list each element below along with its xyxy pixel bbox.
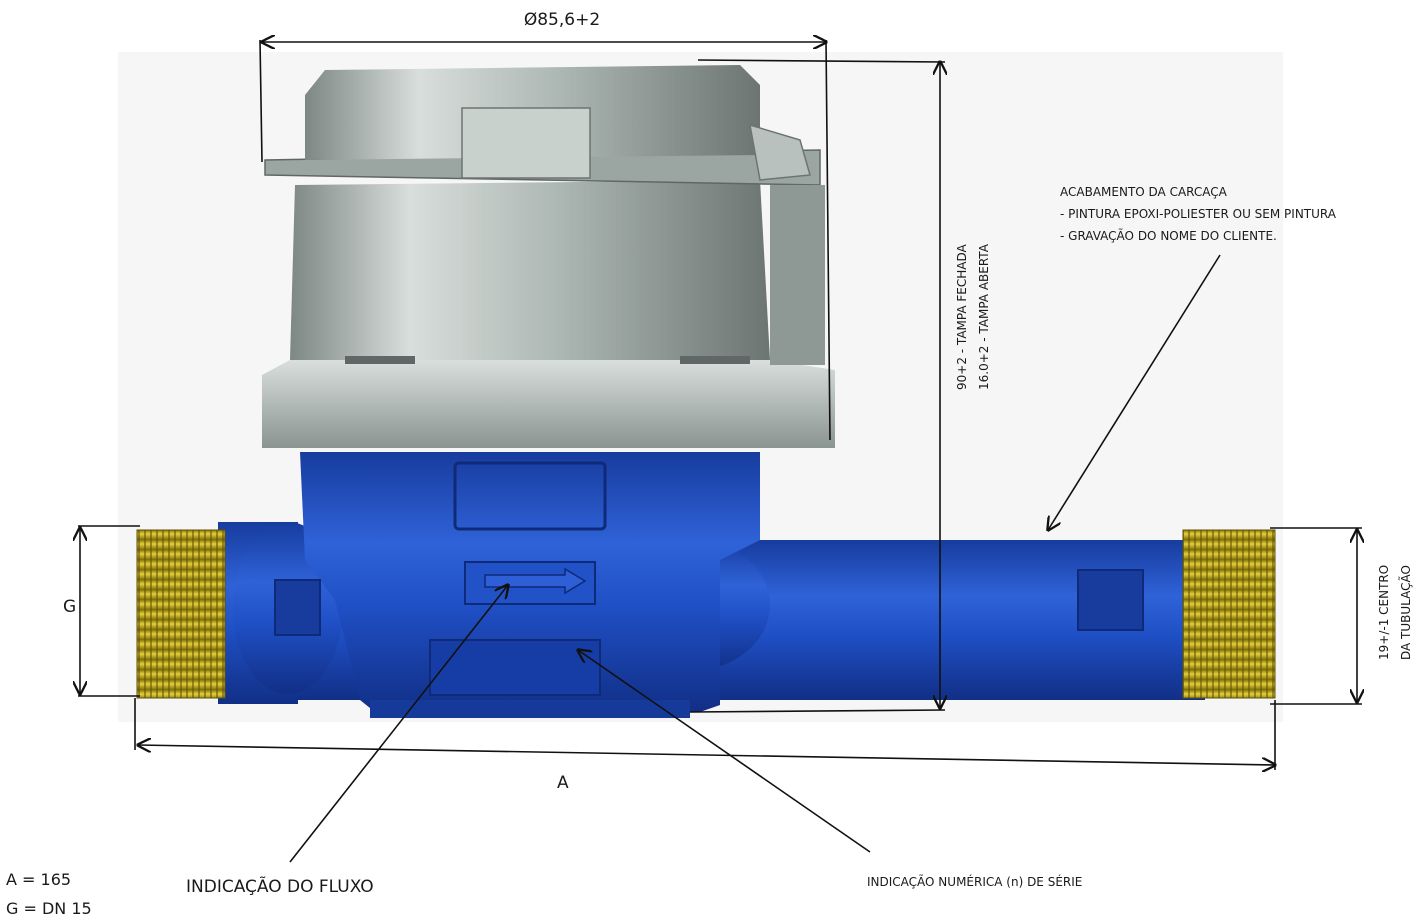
dim-height-ext-top (697, 59, 946, 63)
lid-latch (461, 107, 591, 179)
dimension-lines (78, 40, 1362, 770)
cover-slot-left (345, 356, 415, 364)
dim-top-ext-left (259, 39, 263, 163)
flow-callout: INDICAÇÃO DO FLUXO (186, 875, 374, 897)
dim-a (138, 745, 1275, 765)
thread-left (136, 529, 226, 699)
thread-right (1182, 529, 1276, 699)
cover-side-rib (770, 185, 825, 365)
a-label: A (557, 773, 569, 793)
cover-base (262, 360, 835, 448)
finish-line-2: - GRAVAÇÃO DO NOME DO CLIENTE. (1060, 228, 1277, 243)
leader-finish (1048, 254, 1221, 530)
leader-lines (289, 254, 1221, 863)
leader-flow (289, 585, 508, 863)
legend-g: G = DN 15 (6, 899, 92, 918)
lid-hinge (749, 123, 811, 181)
bottom-foot (370, 700, 690, 718)
height-label-2: 16.0+2 - TAMPA ABERTA (977, 243, 991, 390)
finish-line-1: - PINTURA EPOXI-POLIESTER OU SEM PINTURA (1060, 207, 1337, 221)
hex-nut-left (274, 579, 321, 636)
meter-body (218, 452, 1205, 718)
cover-middle (290, 180, 770, 360)
serial-pad (429, 639, 601, 696)
center-label-2: DA TUBULAÇÃO (1398, 565, 1413, 660)
finish-title: ACABAMENTO DA CARCAÇA (1060, 185, 1228, 199)
g-label: G (63, 597, 76, 617)
legend-a: A = 165 (6, 870, 71, 889)
serial-callout: INDICAÇÃO NUMÉRICA (n) DE SÉRIE (867, 874, 1082, 889)
dim-height-ext-bottom (689, 709, 946, 713)
hex-nut-right (1077, 569, 1144, 631)
cover-slot-right (680, 356, 750, 364)
height-label-1: 90+2 - TAMPA FECHADA (955, 244, 969, 390)
leader-serial (578, 650, 871, 853)
housing-plate (453, 461, 607, 531)
register-cover (262, 65, 835, 448)
dim-top-ext-right (825, 39, 831, 441)
top-diameter-label: Ø85,6+2 (524, 10, 600, 30)
center-label-1: 19+/-1 CENTRO (1377, 565, 1391, 660)
